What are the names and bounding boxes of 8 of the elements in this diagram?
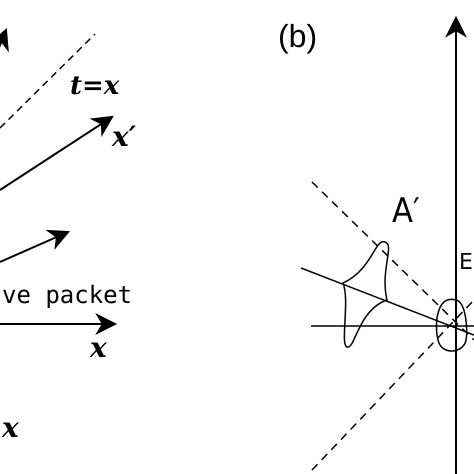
panel-label: (b): [278, 20, 318, 52]
axis-label: x′: [112, 123, 136, 151]
point-label: E: [459, 252, 473, 274]
axis-label: x: [2, 414, 19, 442]
annotation-text: ve packet: [2, 283, 132, 307]
axis-label: x: [90, 334, 107, 362]
point-label: A′: [392, 194, 420, 228]
axis-label: t=x: [70, 73, 120, 99]
